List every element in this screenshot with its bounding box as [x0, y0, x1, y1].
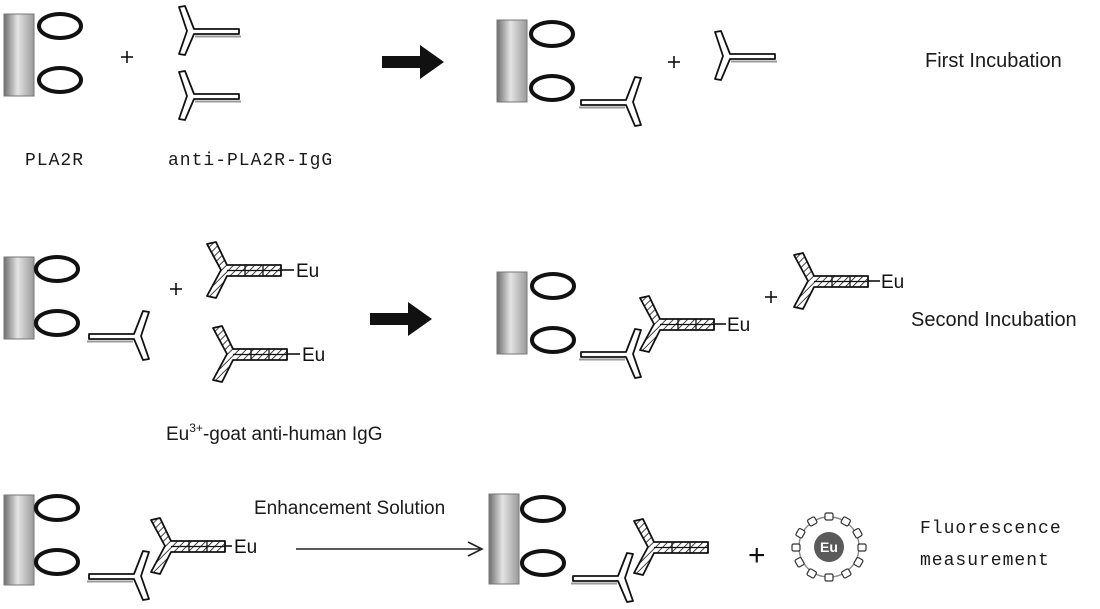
step-second-incubation: Second Incubation	[911, 309, 1077, 331]
bound-anti-pla2r-igg	[86, 310, 150, 361]
eu-goat-anti-human-igg-label: Eu3+-goat anti-human IgG	[166, 421, 383, 445]
eu-label: Eu	[727, 315, 750, 336]
arrow-right-icon	[382, 45, 444, 79]
solid-phase-plate	[496, 19, 528, 103]
bound-eu-goat-anti-human-igg	[639, 295, 715, 353]
eu-label: Eu	[234, 537, 257, 558]
eu-core-label: Eu	[820, 539, 838, 555]
fluorescence-label: Fluorescence	[920, 519, 1062, 539]
bound-eu-goat-anti-human-igg	[150, 517, 226, 575]
pla2r-label: PLA2R	[25, 151, 85, 171]
row-first-incubation	[3, 5, 778, 127]
eu-goat-anti-human-igg	[793, 252, 869, 310]
pla2r-antigen	[37, 66, 83, 94]
solid-phase-plate	[3, 256, 35, 340]
bound-goat-anti-human-igg	[633, 518, 709, 576]
pla2r-antigen	[34, 255, 80, 283]
arrow-right-icon	[370, 302, 432, 336]
pla2r-antigen	[520, 549, 566, 577]
solid-phase-plate	[496, 271, 528, 355]
eu-label: Eu	[296, 261, 319, 282]
anti-pla2r-igg	[178, 5, 242, 56]
measurement-label: measurement	[920, 551, 1050, 571]
pla2r-antigen	[530, 326, 576, 354]
pla2r-antigen	[530, 272, 576, 300]
pla2r-antigen	[529, 74, 575, 102]
solid-phase-plate	[488, 493, 520, 585]
solid-phase-plate	[3, 494, 35, 586]
pla2r-antigen	[34, 548, 80, 576]
plus-sign-icon: +	[748, 539, 766, 572]
eu-label: Eu	[881, 272, 904, 293]
solid-phase-plate	[3, 13, 35, 97]
step-first-incubation: First Incubation	[925, 50, 1062, 72]
row-second-incubation: Eu Eu Eu Eu	[3, 241, 904, 383]
pla2r-antigen	[37, 12, 83, 40]
thin-arrow-right-icon	[296, 541, 484, 557]
bound-anti-pla2r-igg	[570, 552, 634, 603]
plus-sign-icon	[765, 291, 777, 303]
bound-anti-pla2r-igg	[86, 550, 150, 601]
enhancement-solution-label: Enhancement Solution	[254, 498, 446, 519]
plus-sign-icon	[170, 283, 182, 295]
pla2r-antigen	[520, 495, 566, 523]
anti-pla2r-igg	[714, 30, 778, 81]
eu-goat-anti-human-igg	[206, 241, 282, 299]
eu-label: Eu	[302, 345, 325, 366]
eu-goat-anti-human-igg	[212, 325, 288, 383]
row-fluorescence-measurement: Eu +	[3, 493, 867, 603]
pla2r-antigen	[34, 309, 80, 337]
anti-pla2r-igg	[178, 70, 242, 121]
pla2r-antigen	[34, 494, 80, 522]
eu-chelate-micelle-icon: Eu	[791, 512, 867, 582]
pla2r-antigen	[529, 20, 575, 48]
anti-pla2r-igg-label: anti-PLA2R-IgG	[168, 151, 334, 171]
plus-sign-icon	[668, 56, 680, 68]
bound-anti-pla2r-igg	[578, 76, 642, 127]
plus-sign-icon	[121, 51, 133, 63]
bound-anti-pla2r-igg	[578, 328, 642, 379]
